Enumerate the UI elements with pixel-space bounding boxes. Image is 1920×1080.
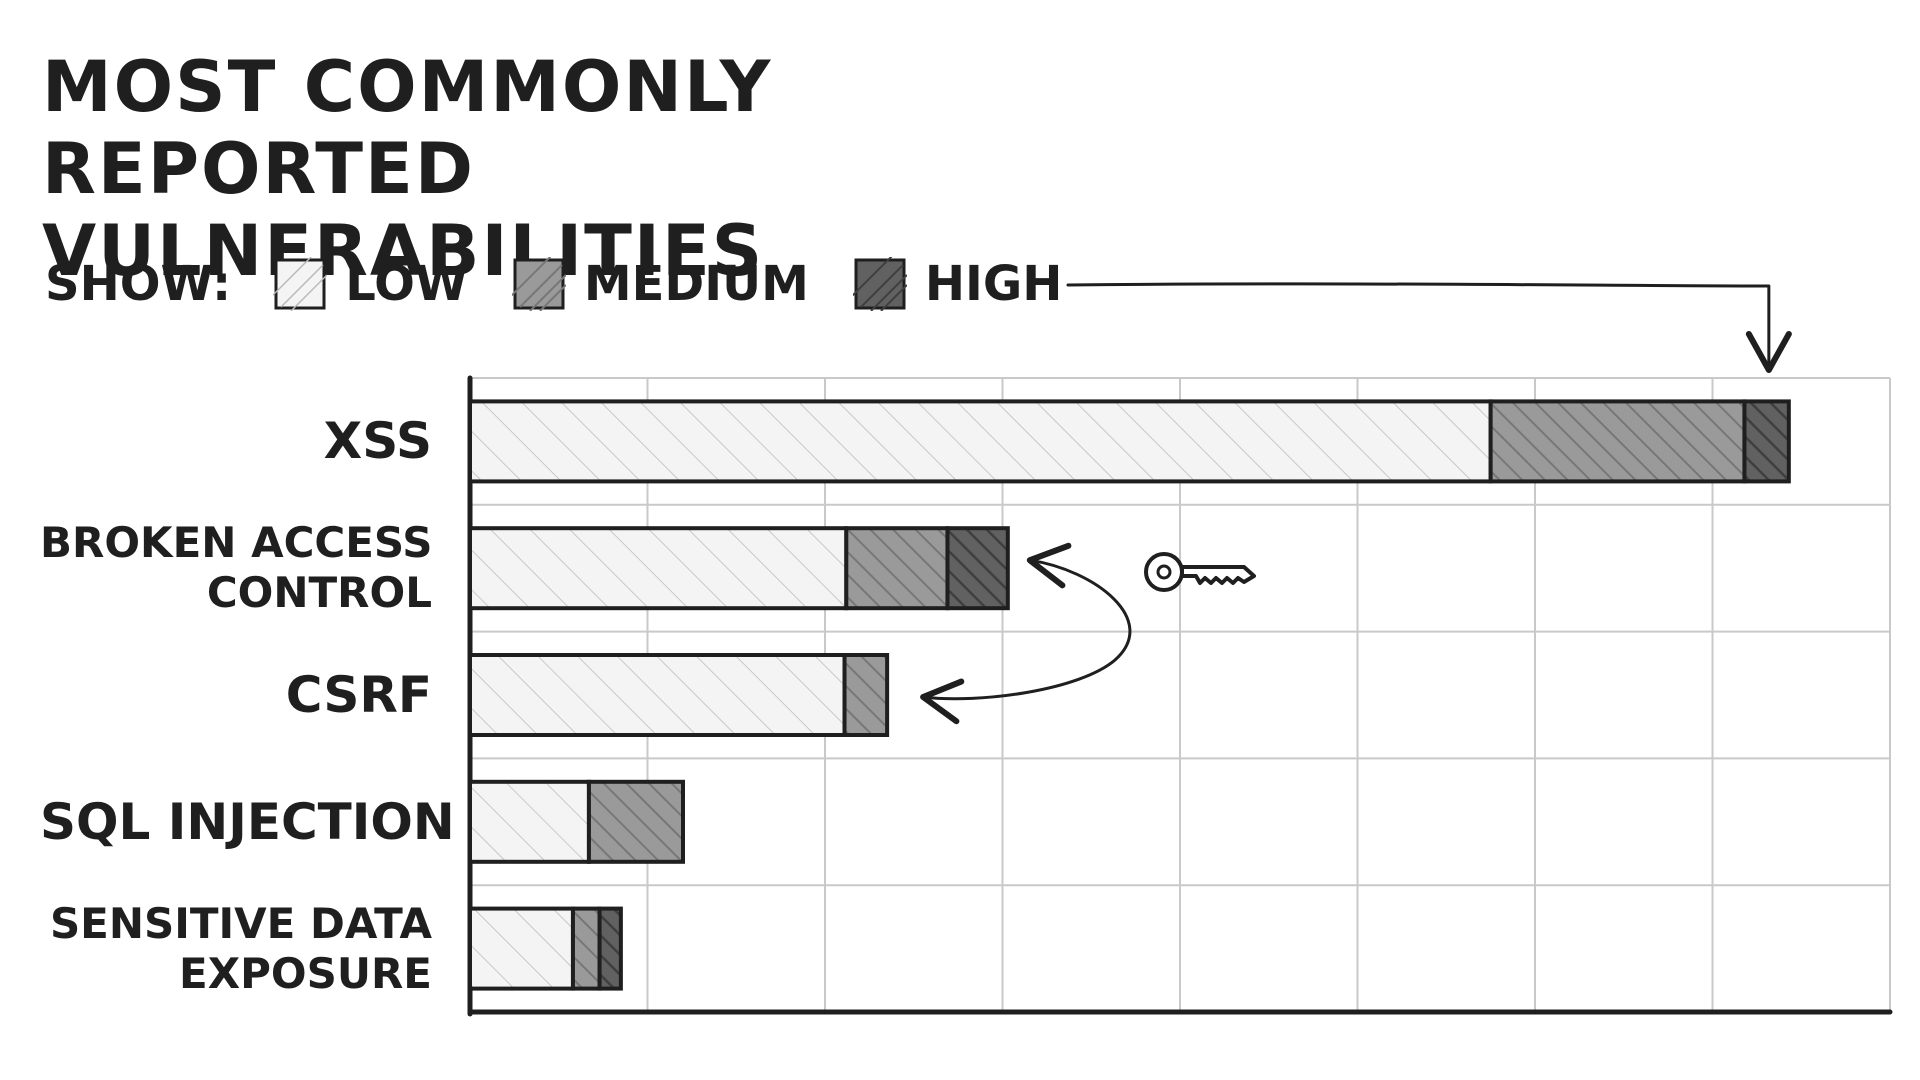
key-shaft-icon xyxy=(1180,565,1256,585)
category-label-line: Control xyxy=(206,568,432,618)
category-label-broken-access-control: Broken AccessControl xyxy=(40,518,433,618)
bar-segment-low[interactable] xyxy=(468,653,847,737)
bar-segment-medium[interactable] xyxy=(570,906,602,991)
bar-segment-low[interactable] xyxy=(468,779,591,864)
bar-segment-medium[interactable] xyxy=(844,526,950,611)
bar-segment-high[interactable] xyxy=(597,906,623,991)
bar-segment-medium[interactable] xyxy=(842,653,890,737)
chart-title: Most Commonly Reported Vulnerabilities xyxy=(42,46,773,292)
legend-arrow xyxy=(1066,282,1792,373)
legend-item-high[interactable]: High xyxy=(852,252,1063,316)
category-label-line: SQL Injection xyxy=(40,792,455,851)
legend-label-low: Low xyxy=(345,256,468,312)
high-swatch-icon xyxy=(852,257,907,311)
legend-label-medium: Medium xyxy=(583,256,809,312)
bar-segment-low[interactable] xyxy=(468,526,849,611)
legend-item-low[interactable]: Low xyxy=(273,252,468,316)
category-label-line: Broken Access xyxy=(40,518,433,568)
category-label-sensitive-data-exposure: Sensitive DataExposure xyxy=(40,899,432,999)
legend-show-label: Show: xyxy=(45,256,232,312)
key-hole-icon xyxy=(1156,564,1172,580)
key-bow-icon xyxy=(1144,552,1184,592)
bar-segment-low[interactable] xyxy=(468,906,575,991)
bar-segment-low[interactable] xyxy=(468,399,1493,484)
category-label-csrf: CSRF xyxy=(40,665,432,725)
legend-label-high: High xyxy=(924,256,1063,312)
comparison-curved-arrow xyxy=(920,542,1132,725)
legend-item-medium[interactable]: Medium xyxy=(511,252,809,316)
key-icon xyxy=(1144,552,1256,592)
category-label-line: XSS xyxy=(323,412,432,471)
category-label-line: CSRF xyxy=(285,666,432,724)
category-label-line: Sensitive Data xyxy=(49,898,432,948)
category-label-sql-injection: SQL Injection xyxy=(40,792,455,852)
bar-segment-medium[interactable] xyxy=(1488,399,1747,484)
low-swatch-icon xyxy=(273,257,328,311)
category-label-line: Exposure xyxy=(179,948,432,998)
bar-segment-medium[interactable] xyxy=(586,779,685,864)
bar-segment-high[interactable] xyxy=(1742,399,1791,484)
bar-segment-high[interactable] xyxy=(945,526,1010,611)
medium-swatch-icon xyxy=(511,257,566,311)
category-label-xss: XSS xyxy=(40,411,432,471)
legend: Show: Low Medium High xyxy=(45,252,1106,316)
